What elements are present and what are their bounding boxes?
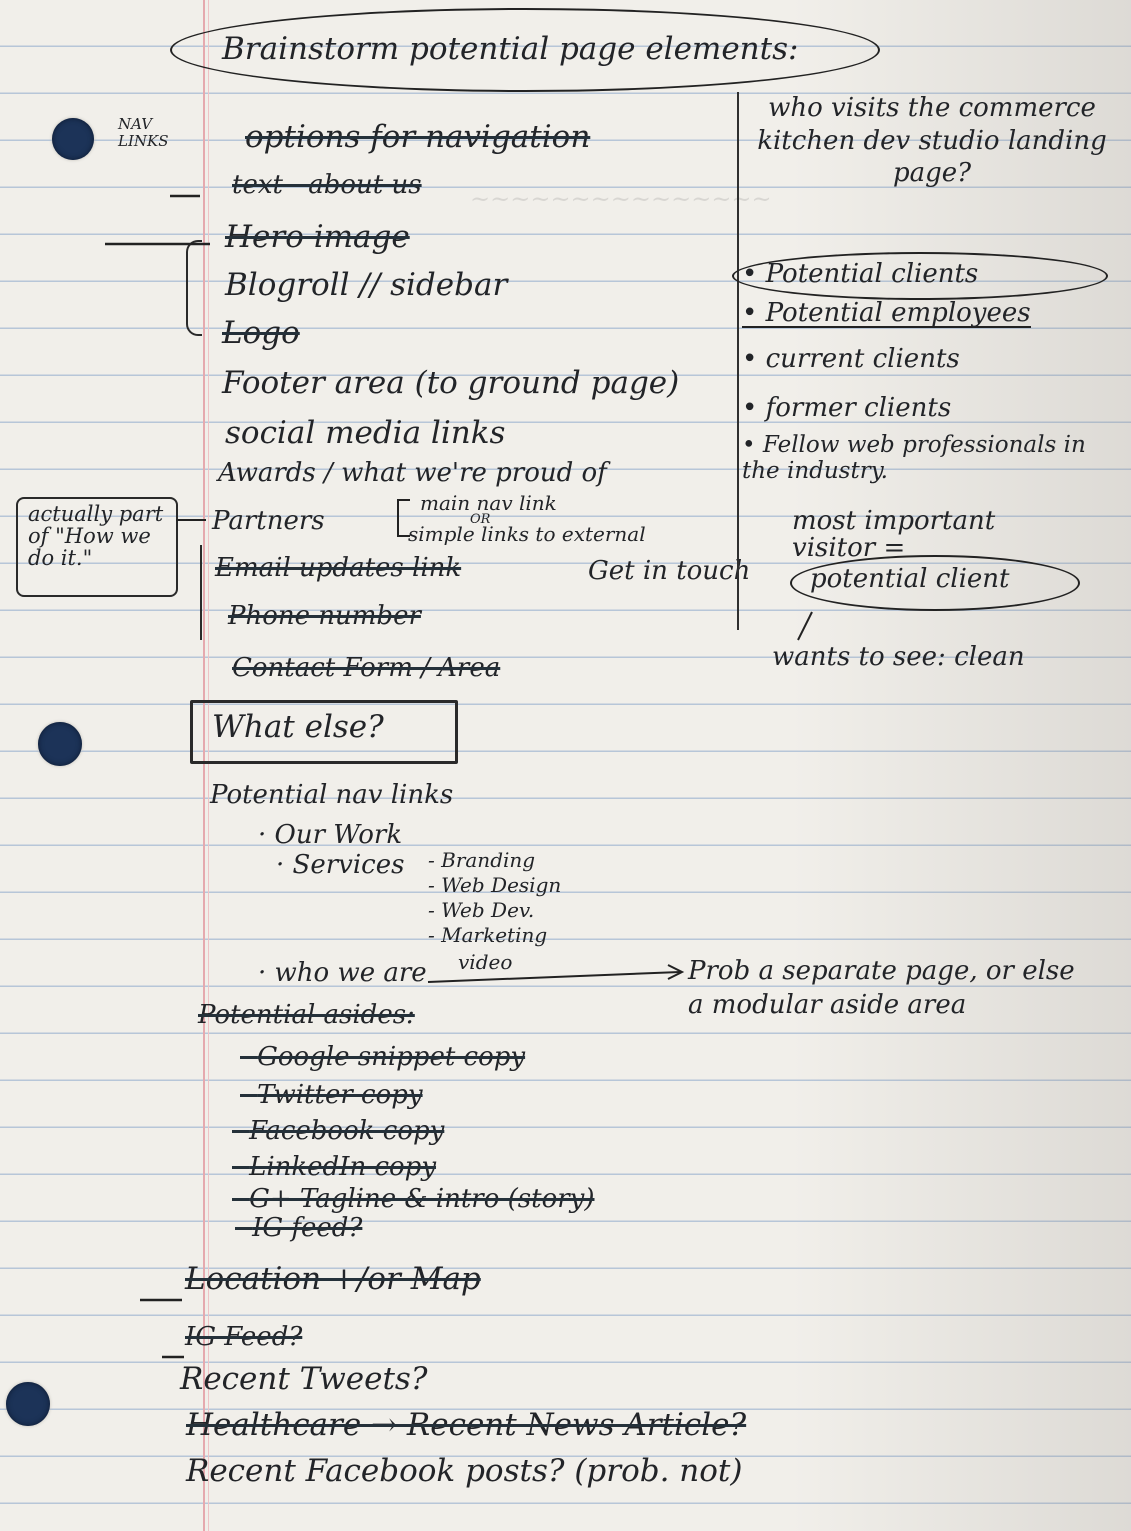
what-else-heading: What else? xyxy=(212,709,384,745)
binder-hole-bottom xyxy=(6,1382,50,1426)
services-sub-branding-label: Branding xyxy=(441,848,536,872)
get-in-touch-note: Get in touch xyxy=(588,556,751,586)
services-sub-branding: - Branding xyxy=(428,848,536,872)
visitor-fellow-web-pros: • Fellow web professionals in the indust… xyxy=(742,432,1086,485)
binder-hole-top xyxy=(52,118,94,160)
visitor-potential-clients-label: Potential clients xyxy=(765,259,979,289)
partners-note-main-nav: main nav link xyxy=(420,491,557,515)
who-we-are-arrow-head xyxy=(667,964,685,980)
visitors-question: who visits the commerce kitchen dev stud… xyxy=(757,93,1107,188)
services-sub-web-design-label: Web Design xyxy=(441,873,562,897)
partners-note-or: OR xyxy=(470,512,491,527)
aside-ig-feed-label: IG feed? xyxy=(252,1213,363,1243)
potential-nav-heading: Potential nav links xyxy=(210,780,454,810)
visitor-potential-clients: • Potential clients xyxy=(742,259,979,289)
grouping-bracket-top xyxy=(186,240,202,336)
potential-asides-heading: Potential asides: xyxy=(198,1000,415,1030)
visitor-current-clients: • current clients xyxy=(742,344,960,374)
services-sub-marketing-label: Marketing xyxy=(441,923,548,947)
binder-hole-middle xyxy=(38,722,82,766)
services-sub-marketing: - Marketing xyxy=(428,923,548,947)
services-sub-web-design: - Web Design xyxy=(428,873,562,897)
bottom-item-recent-tweets: Recent Tweets? xyxy=(180,1361,428,1397)
item-email-updates: Email updates link xyxy=(215,553,462,583)
services-sub-video: video xyxy=(458,950,513,974)
what-else-box xyxy=(190,700,458,764)
margin-line xyxy=(203,0,205,1531)
bottom-item-ig-feed: IG Feed? xyxy=(185,1322,303,1352)
item-blogroll: Blogroll // sidebar xyxy=(225,267,508,303)
bleed-through-text: ~~~~~~~~~~~~~~~ xyxy=(470,185,772,213)
item-phone-number: Phone number xyxy=(228,601,421,631)
item-partners: Partners xyxy=(212,506,325,536)
services-sub-web-dev: - Web Dev. xyxy=(428,898,535,922)
visitor-current-clients-label: current clients xyxy=(765,344,960,374)
side-note-box xyxy=(16,497,178,597)
nav-links-margin-note: NAV LINKS xyxy=(118,115,169,150)
nav-item-services-label: Services xyxy=(292,850,405,880)
page-title: Brainstorm potential page elements: xyxy=(222,31,799,67)
potential-clients-oval xyxy=(732,252,1108,300)
item-contact-form: Contact Form / Area xyxy=(232,653,501,683)
nav-item-who-we-are-label: who we are xyxy=(274,958,427,988)
partners-note-external: simple links to external xyxy=(408,522,646,546)
grouping-bracket-bottom xyxy=(200,545,212,640)
nav-item-our-work: · Our Work xyxy=(258,820,403,850)
item-hero-image: Hero image xyxy=(225,219,410,255)
who-we-are-note: Prob a separate page, or else a modular … xyxy=(688,956,1075,1020)
aside-twitter: - Twitter copy xyxy=(240,1080,423,1110)
aside-ig-feed: - IG feed? xyxy=(235,1213,363,1243)
aside-google: - Google snippet copy xyxy=(240,1042,526,1072)
column-divider xyxy=(737,92,739,630)
bottom-item-recent-facebook: Recent Facebook posts? (prob. not) xyxy=(186,1453,743,1489)
aside-google-label: Google snippet copy xyxy=(257,1042,526,1072)
nav-item-services: · Services xyxy=(276,850,405,880)
nav-options-heading: options for navigation xyxy=(245,119,591,155)
potential-client-oval xyxy=(790,555,1080,611)
aside-gplus: - G+ Tagline & intro (story) xyxy=(232,1184,595,1214)
visitor-fellow-web-pros-label: Fellow web professionals in the industry… xyxy=(742,432,1086,485)
most-important-value: potential client xyxy=(810,564,1010,594)
side-note-text: actually part of "How we do it." xyxy=(28,502,164,571)
nav-item-our-work-label: Our Work xyxy=(274,820,403,850)
nav-item-who-we-are: · who we are xyxy=(258,958,427,988)
bottom-item-location: Location +/or Map xyxy=(185,1261,481,1297)
item-about-us: text - about us xyxy=(232,170,422,200)
services-sub-web-dev-label: Web Dev. xyxy=(441,898,535,922)
title-oval xyxy=(170,8,880,92)
aside-facebook: - Facebook copy xyxy=(232,1116,445,1146)
aside-facebook-label: Facebook copy xyxy=(249,1116,445,1146)
item-footer-area: Footer area (to ground page) xyxy=(222,365,680,401)
aside-twitter-label: Twitter copy xyxy=(257,1080,423,1110)
bottom-item-healthcare: Healthcare → Recent News Article? xyxy=(186,1407,747,1443)
visitor-potential-employees: • Potential employees xyxy=(742,298,1031,328)
wants-to-see-pointer xyxy=(797,611,813,641)
aside-gplus-label: G+ Tagline & intro (story) xyxy=(249,1184,595,1214)
visitor-potential-employees-label: Potential employees xyxy=(765,298,1031,328)
item-awards: Awards / what we're proud of xyxy=(218,458,607,488)
margin-line-secondary xyxy=(208,0,209,1531)
wants-to-see-note: wants to see: clean xyxy=(772,642,1025,672)
visitor-former-clients: • former clients xyxy=(742,393,952,423)
item-logo: Logo xyxy=(222,315,300,351)
aside-linkedin-label: LinkedIn copy xyxy=(249,1152,437,1182)
aside-linkedin: - LinkedIn copy xyxy=(232,1152,437,1182)
item-social-media-links: social media links xyxy=(225,415,506,451)
visitor-former-clients-label: former clients xyxy=(765,393,952,423)
